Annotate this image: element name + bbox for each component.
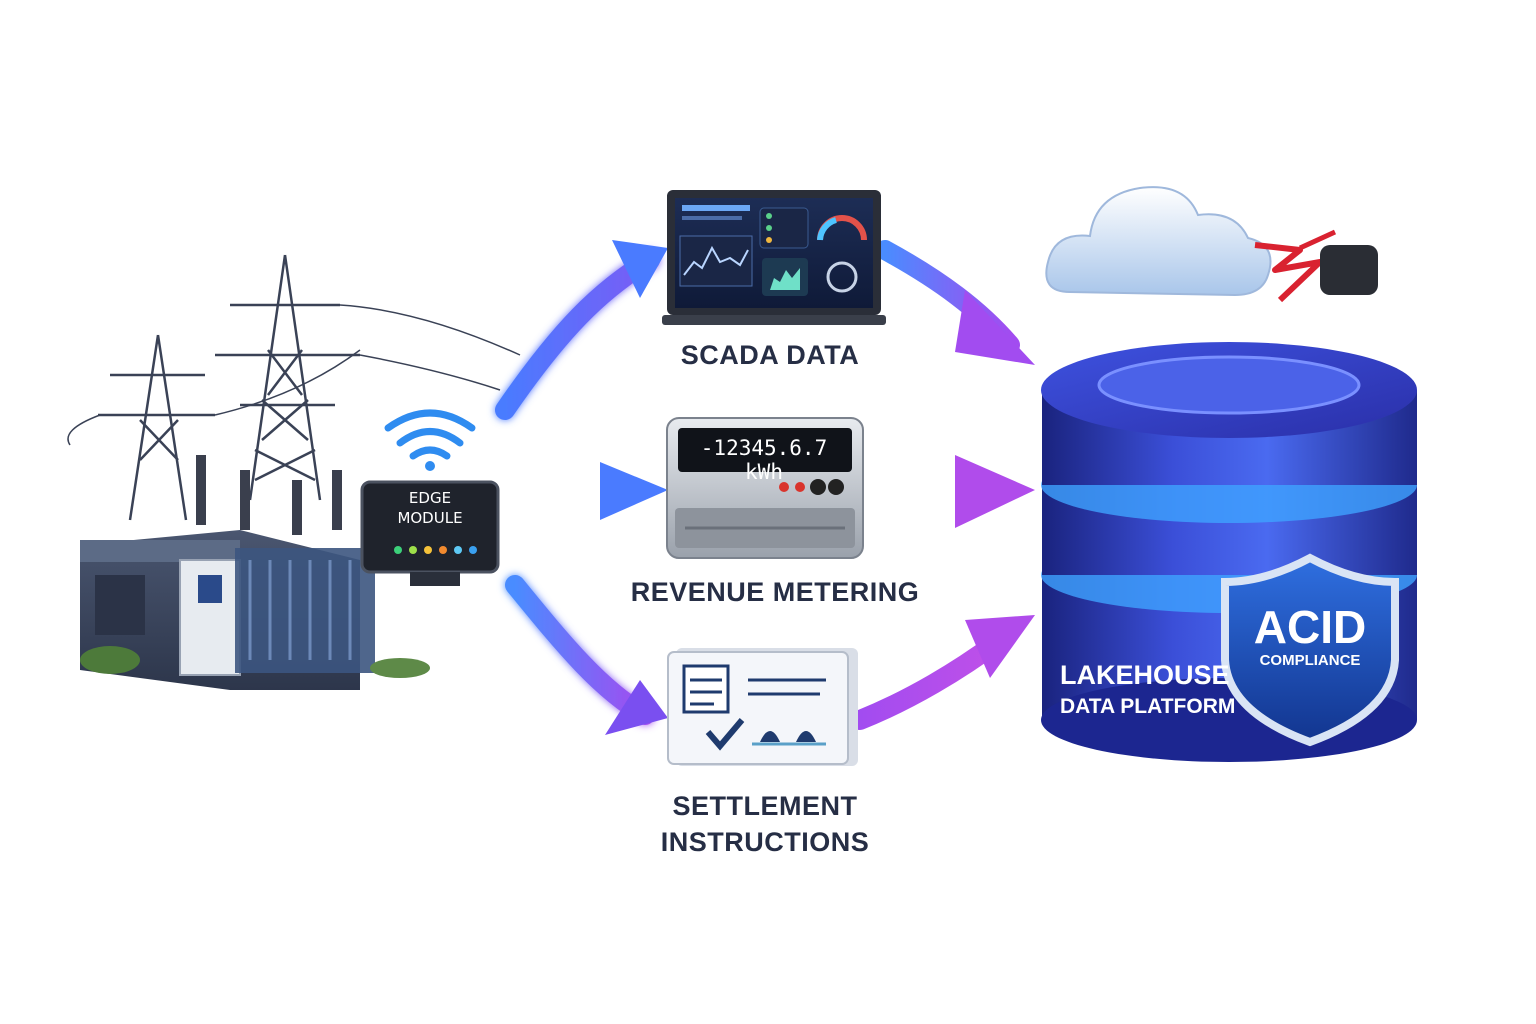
substation-icon <box>80 455 430 690</box>
arrow-settlement-in <box>505 575 668 735</box>
lakehouse-line2: DATA PLATFORM <box>1060 695 1236 718</box>
energy-meter-icon <box>666 417 864 559</box>
document-icon <box>667 648 858 766</box>
acid-line2: COMPLIANCE <box>1259 652 1361 669</box>
wifi-icon <box>384 409 476 471</box>
settlement-label-line2: INSTRUCTIONS <box>660 827 870 857</box>
edge-module-line2: MODULE <box>397 509 463 527</box>
laptop-dashboard-icon <box>662 190 886 325</box>
arrow-settlement-out <box>850 615 1035 730</box>
edge-module-label: EDGE MODULE <box>370 488 490 528</box>
arrow-revenue-in <box>500 462 668 520</box>
edge-module-line1: EDGE <box>408 489 452 507</box>
lakehouse-label: LAKEHOUSE DATA PLATFORM <box>1060 660 1280 719</box>
arrow-revenue-out <box>860 455 1035 528</box>
cloud-icon <box>1045 186 1272 297</box>
acid-line1: ACID <box>1253 601 1367 653</box>
shield-icon <box>1221 553 1399 747</box>
lightning-icon <box>1254 229 1378 303</box>
meter-reading: -12345.6.7 kWh <box>700 436 828 484</box>
settlement-instructions-label: SETTLEMENT INSTRUCTIONS <box>610 788 920 860</box>
scada-data-label: SCADA DATA <box>680 340 860 370</box>
revenue-metering-label: REVENUE METERING <box>630 577 920 607</box>
arrow-scada-out <box>875 240 1035 365</box>
edge-module <box>360 480 500 586</box>
arrow-scada-in <box>495 240 668 420</box>
settlement-label-line1: SETTLEMENT <box>672 791 858 821</box>
lakehouse-line1: LAKEHOUSE <box>1060 660 1230 690</box>
acid-badge-label: ACID COMPLIANCE <box>1235 602 1385 669</box>
transmission-tower-icon <box>67 254 521 521</box>
